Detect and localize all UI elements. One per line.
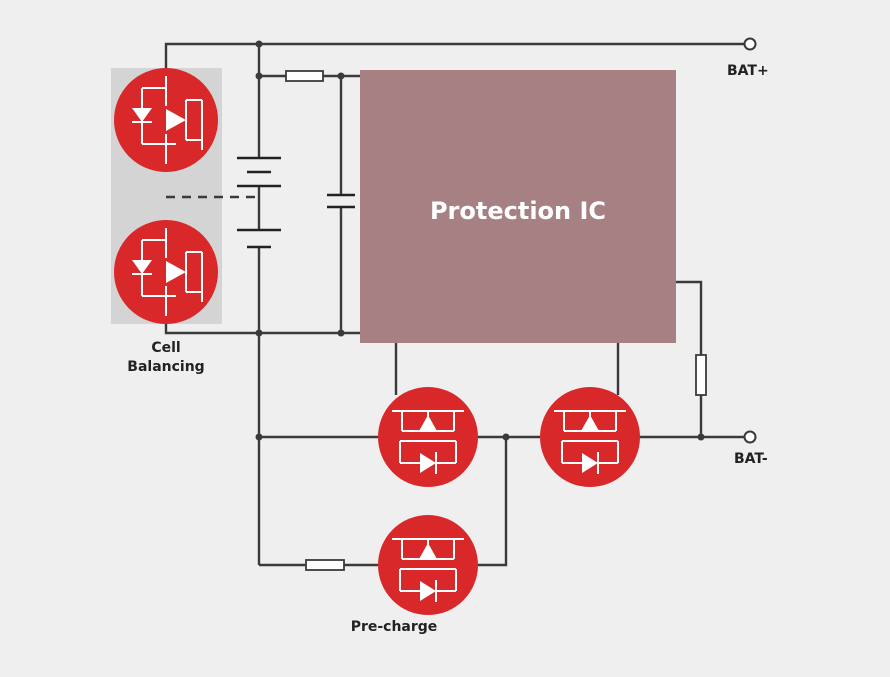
- cell-balancing-label-line1: Cell: [151, 340, 180, 356]
- balancing-mosfet-lower-icon: [113, 219, 219, 325]
- bat-plus-label: BAT+: [727, 63, 769, 79]
- protection-ic-label: Protection IC: [430, 197, 606, 225]
- bat-plus-terminal-icon: [743, 37, 757, 51]
- precharge-label: Pre-charge: [351, 619, 438, 635]
- resistor-right-icon: [695, 354, 707, 396]
- resistor-top-icon: [285, 70, 324, 82]
- resistor-precharge-icon: [305, 559, 345, 571]
- charge-mosfet-icon: [539, 386, 641, 488]
- junction-dots: [255, 40, 705, 441]
- capacitor-icon: [327, 193, 355, 209]
- protection-ic-box: [360, 70, 676, 343]
- battery-cell-lower-icon: [237, 228, 281, 249]
- cell-balancing-label-line2: Balancing: [127, 359, 204, 375]
- bat-minus-label: BAT-: [734, 451, 768, 467]
- precharge-mosfet-icon: [377, 514, 479, 616]
- bat-minus-terminal-icon: [743, 430, 757, 444]
- battery-cell-upper-icon: [237, 156, 281, 188]
- discharge-mosfet-icon: [377, 386, 479, 488]
- balancing-mosfet-upper-icon: [113, 67, 219, 173]
- wires: [164, 42, 745, 567]
